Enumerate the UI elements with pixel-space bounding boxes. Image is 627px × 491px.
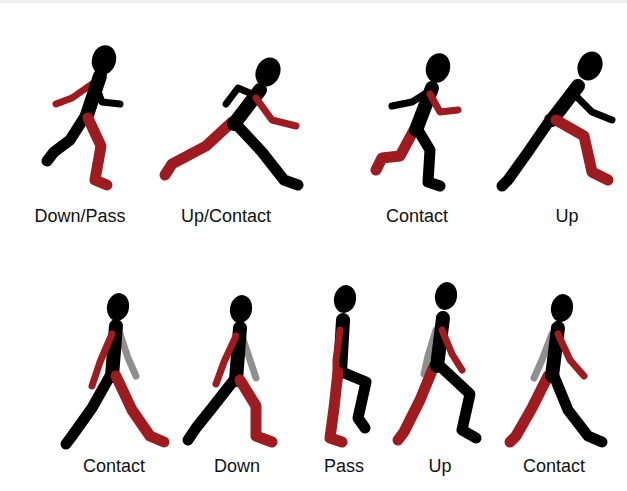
limb [398,366,434,440]
pose-label: Up/Contact [181,206,271,226]
limb [376,130,414,170]
walk-figure [188,293,272,442]
limb [116,376,164,442]
limb [430,94,458,112]
walk-figure [330,283,366,442]
head [105,291,132,322]
limb [240,380,272,442]
pose-label: Down [214,456,260,476]
limb [92,334,112,386]
head [228,293,255,324]
top-edge [0,0,627,3]
limb [120,334,136,376]
limb [256,98,296,126]
limb [336,330,340,388]
run-figure [165,53,298,185]
run-figure [502,47,612,186]
limb [510,376,548,442]
pose-label: Up [555,206,578,226]
limb [556,120,608,180]
walk-figure [66,291,164,444]
limb [502,120,550,186]
head [332,283,359,314]
pose-label: Pass [324,456,364,476]
head [573,47,607,84]
limb [576,96,612,120]
run-figure [47,42,120,185]
head [549,292,576,323]
run-figure [376,50,458,186]
limb [418,130,440,186]
limb [440,366,476,438]
head [251,53,285,90]
limb [216,336,236,384]
limb [342,372,366,428]
pose-label: Contact [83,456,145,476]
limb [66,376,110,444]
pose-label: Down/Pass [34,206,125,226]
head [423,50,454,85]
walk-figure [510,292,602,442]
limb [165,122,232,175]
limb [554,376,602,442]
limb [188,380,234,440]
pose-label: Contact [523,456,585,476]
limb [47,118,84,161]
limb [558,334,584,376]
limb [96,86,120,104]
limb [236,124,298,185]
pose-label: Up [428,456,451,476]
limb [442,330,462,370]
head [89,42,120,77]
torso [437,318,443,366]
pose-label: Contact [386,206,448,226]
limb [88,118,107,185]
head [433,280,460,311]
walk-figure [398,280,476,440]
